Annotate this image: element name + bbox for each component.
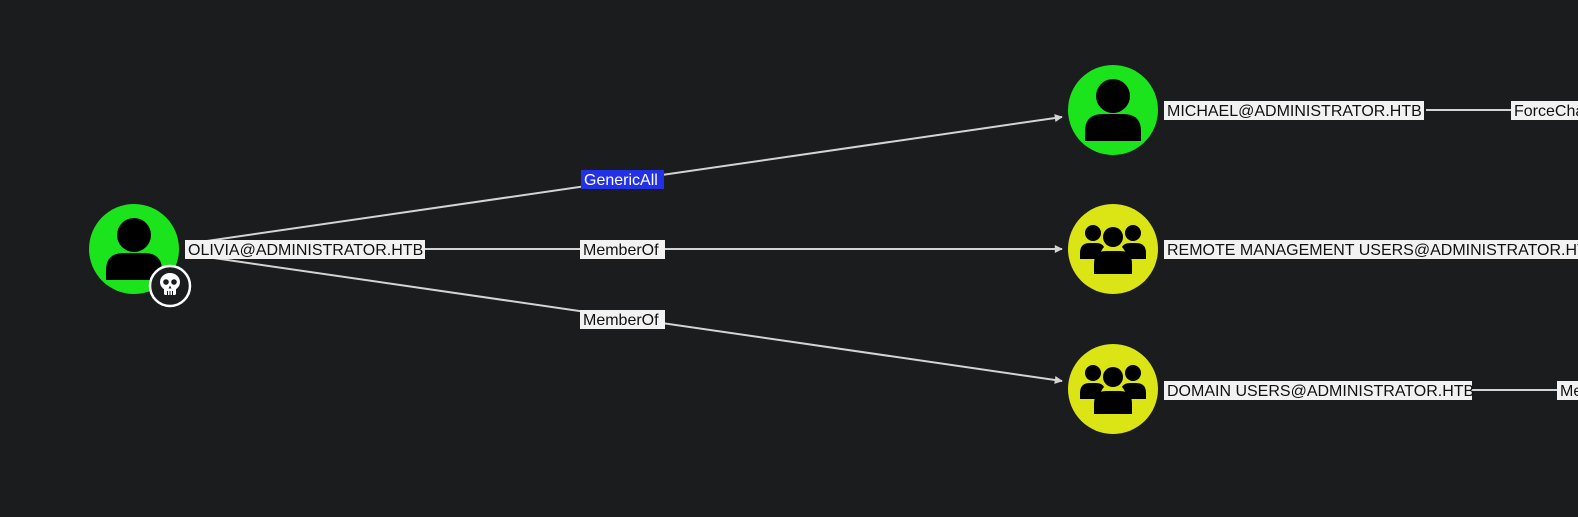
edge-label-bg [1511,101,1578,120]
skull-icon [148,264,192,308]
edge-label-bg [1557,381,1578,400]
edge-label-text: GenericAll [584,172,658,189]
user-icon [106,218,162,280]
node-michael[interactable]: MICHAEL@ADMINISTRATOR.HTB [1068,65,1424,155]
edge-label-bg [580,310,665,329]
edge-label-memberof-remote[interactable]: MemberOf [580,240,665,259]
node-domain-users[interactable]: DOMAIN USERS@ADMINISTRATOR.HTB [1068,344,1474,434]
node-label-remote-management-users: REMOTE MANAGEMENT USERS@ADMINISTRATOR.HT… [1167,242,1578,259]
node-label-bg [1164,240,1578,259]
user-icon [1085,79,1141,141]
edge-label-bg [580,240,665,259]
edge-label-text: MemberOf [1560,383,1578,400]
node-label-domain-users: DOMAIN USERS@ADMINISTRATOR.HTB [1167,383,1474,400]
edge-label-text: MemberOf [583,242,659,259]
edge-label-text: ForceChangePassword [1514,103,1578,120]
node-label-bg [1164,381,1472,400]
node-label-olivia: OLIVIA@ADMINISTRATOR.HTB [188,242,423,259]
node-olivia[interactable]: OLIVIA@ADMINISTRATOR.HTB [89,204,425,308]
node-label-bg [1164,101,1424,120]
node-remote-management-users[interactable]: REMOTE MANAGEMENT USERS@ADMINISTRATOR.HT… [1068,204,1578,294]
node-label-bg [185,240,425,259]
node-label-michael: MICHAEL@ADMINISTRATOR.HTB [1167,103,1422,120]
edge-label-forcechangepassword[interactable]: ForceChangePassword [1511,101,1578,120]
group-icon [1080,225,1146,274]
edge-label-memberof-domain[interactable]: MemberOf [580,310,665,329]
edge-label-text: MemberOf [583,312,659,329]
edge-label-domain-users-out[interactable]: MemberOf [1557,381,1578,400]
edge-label-genericall[interactable]: GenericAll [581,170,664,189]
edge-label-bg [581,170,664,189]
group-icon [1080,365,1146,414]
